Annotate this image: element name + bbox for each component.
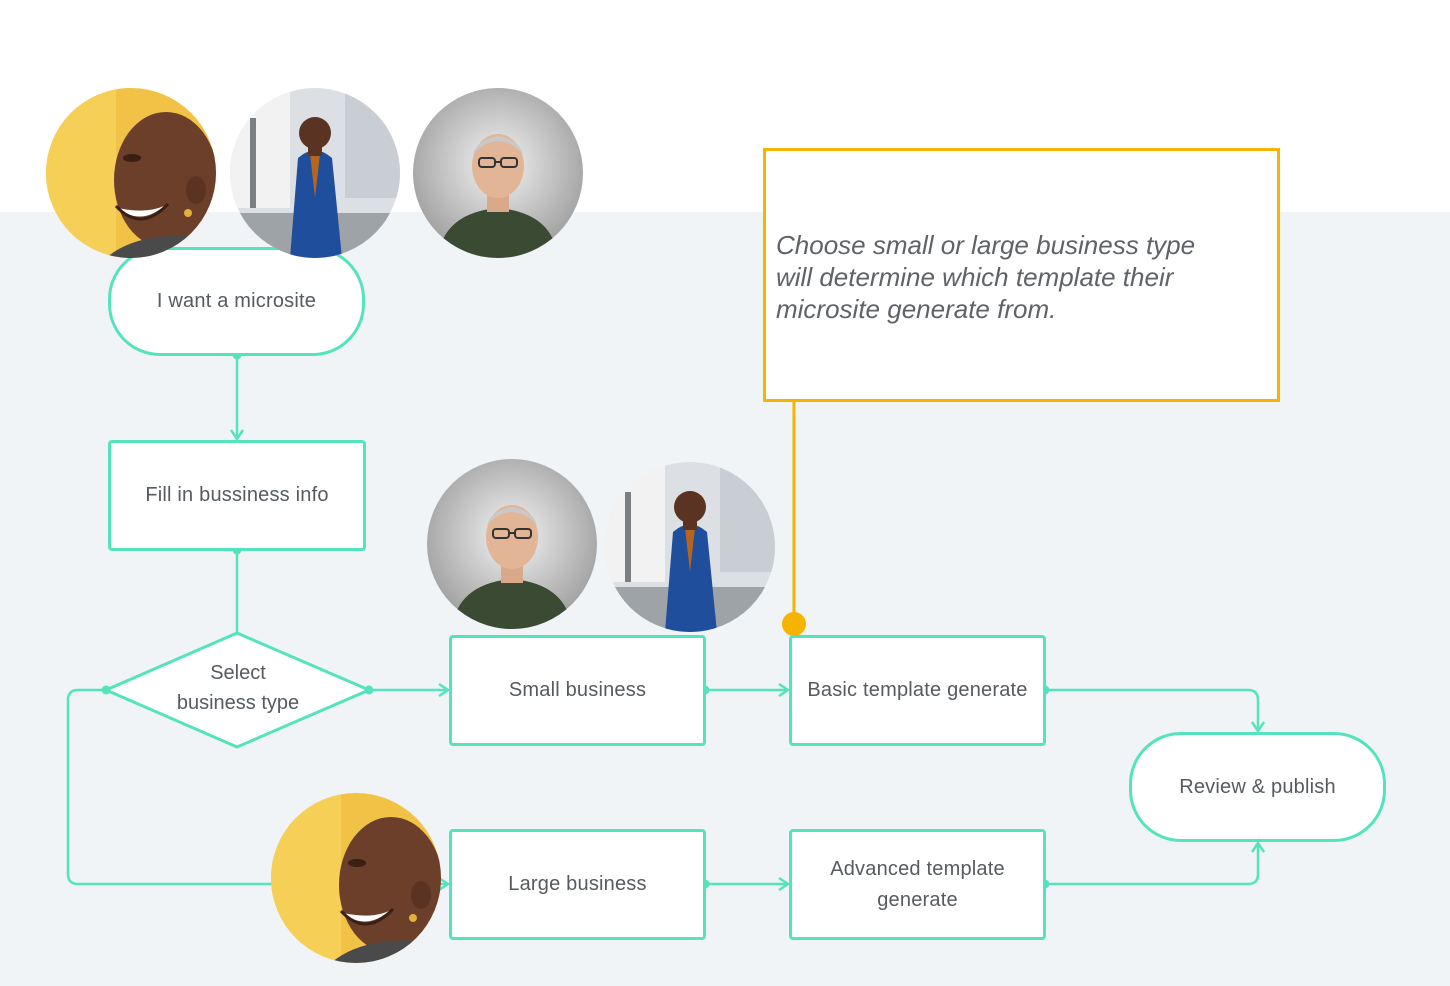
node-review-publish[interactable]: Review & publish [1129,732,1386,842]
annotation-line-1: Choose small or large business type [776,230,1196,260]
smiling-woman-icon [46,88,216,258]
node-basic-template-label: Basic template generate [807,679,1028,701]
node-select-type-line-1: Select [210,662,266,684]
avatar-man-suit-top [230,88,400,258]
node-advanced-template-line-2: generate [877,888,958,911]
node-select-type-line-2: business type [176,692,300,714]
node-small-business[interactable]: Small business [449,635,706,746]
node-large-business[interactable]: Large business [449,829,706,940]
annotation-line-3: microsite generate from. [776,294,1057,324]
avatar-man-suit-small-business [605,462,775,632]
node-fill-info[interactable]: Fill in bussiness info [108,440,366,551]
avatar-older-man-small-business [427,459,597,629]
node-select-type[interactable]: Select business type [128,658,348,718]
avatar-woman-large-business [271,793,441,963]
node-basic-template[interactable]: Basic template generate [789,635,1046,746]
connector-select-to-large [66,688,448,884]
node-start-label: I want a microsite [156,290,317,312]
node-large-business-label: Large business [508,873,647,895]
node-review-publish-label: Review & publish [1179,775,1336,798]
node-start[interactable]: I want a microsite [108,247,365,356]
node-advanced-template[interactable]: Advanced template generate [789,829,1046,940]
avatar-woman-top [46,88,216,258]
connector-basic-to-review [1045,688,1258,731]
decision-diamond [102,631,373,749]
older-man-icon [427,459,597,629]
man-in-suit-icon [605,462,775,632]
man-in-suit-icon [230,88,400,258]
annotation-note[interactable]: Choose small or large business type will… [763,148,1280,402]
smiling-woman-icon [271,793,441,963]
annotation-anchor-dot [782,612,806,636]
node-small-business-label: Small business [508,679,647,701]
connector-advanced-to-review [1045,843,1258,886]
older-man-icon [413,88,583,258]
annotation-line-2: will determine which template their [776,262,1174,292]
node-advanced-template-line-1: Advanced template [830,857,1005,880]
avatar-older-man-top [413,88,583,258]
node-fill-info-label: Fill in bussiness info [145,484,329,506]
